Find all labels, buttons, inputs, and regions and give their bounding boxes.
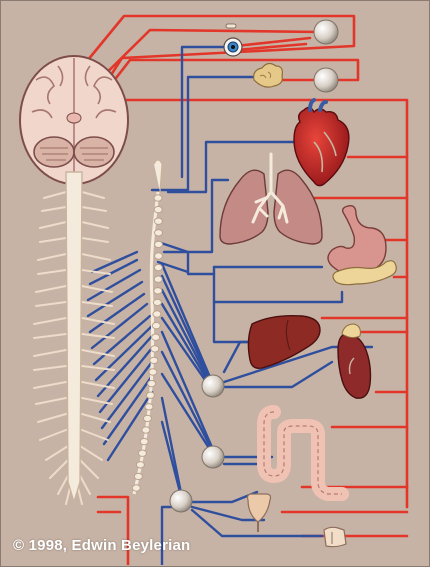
chain-ganglion bbox=[152, 322, 160, 328]
chain-ganglion bbox=[154, 264, 162, 270]
chain-ganglion bbox=[152, 334, 160, 340]
chain-ganglion bbox=[154, 288, 162, 294]
chain-ganglion bbox=[144, 415, 152, 421]
chain-ganglion bbox=[145, 404, 153, 410]
chain-ganglion bbox=[150, 357, 158, 363]
liver-icon bbox=[248, 316, 320, 369]
ganglion-inf-mesenteric bbox=[170, 490, 192, 512]
ganglion-celiac bbox=[202, 375, 224, 397]
salivary-gland-icon bbox=[254, 63, 283, 87]
copyright-text: © 1998, Edwin Beylerian bbox=[13, 537, 190, 554]
chain-ganglion bbox=[155, 241, 163, 247]
chain-ganglion bbox=[140, 438, 148, 444]
chain-ganglion bbox=[134, 473, 142, 479]
chain-ganglion bbox=[149, 369, 157, 375]
chain-ganglion bbox=[153, 299, 161, 305]
bladder-icon bbox=[248, 494, 271, 532]
chain-ganglion bbox=[151, 346, 159, 352]
chain-ganglion bbox=[154, 206, 162, 212]
chain-ganglion bbox=[154, 195, 162, 201]
chain-ganglion bbox=[132, 485, 140, 491]
chain-ganglion bbox=[155, 230, 163, 236]
chain-ganglion bbox=[136, 462, 144, 468]
eye-icon bbox=[224, 24, 242, 56]
chain-ganglion bbox=[138, 450, 146, 456]
ganglion-ciliary bbox=[314, 20, 338, 44]
stomach-icon bbox=[328, 206, 386, 275]
kidney-icon bbox=[338, 324, 371, 398]
chain-ganglion bbox=[146, 392, 154, 398]
heart-icon bbox=[294, 100, 349, 186]
chain-ganglion bbox=[148, 380, 156, 386]
chain-ganglion bbox=[155, 253, 163, 259]
ganglion-sup-mesenteric bbox=[202, 446, 224, 468]
chain-ganglion bbox=[153, 311, 161, 317]
chain-ganglion bbox=[154, 218, 162, 224]
ganglion-otic bbox=[314, 68, 338, 92]
chain-ganglion bbox=[142, 427, 150, 433]
brain-icon bbox=[20, 56, 128, 184]
chain-ganglion bbox=[154, 276, 162, 282]
intestine-icon bbox=[264, 412, 342, 494]
genitals-icon bbox=[324, 527, 346, 546]
spinal-cord-icon bbox=[34, 172, 114, 504]
